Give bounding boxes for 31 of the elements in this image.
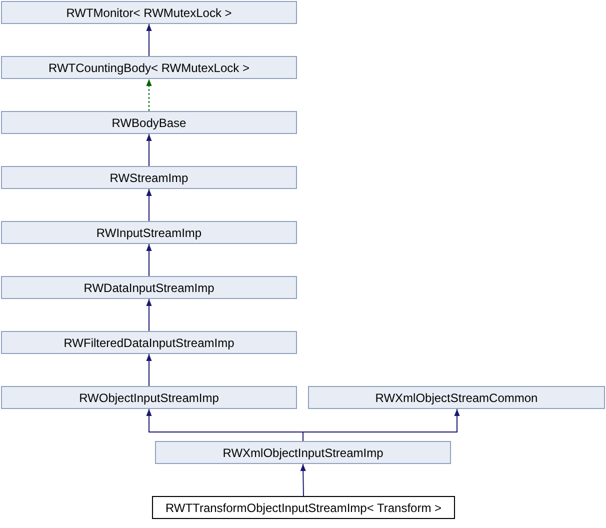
inheritance-arrow [146, 298, 152, 332]
class-box [152, 496, 455, 519]
class-box [155, 441, 451, 464]
inheritance-arrow [146, 78, 152, 112]
class-box [1, 276, 297, 299]
inheritance-arrow [146, 188, 152, 222]
class-box [1, 331, 297, 354]
class-name: RWBodyBase [112, 116, 186, 130]
class-name: RWXmlObjectInputStreamImp [222, 446, 384, 460]
inheritance-arrow [146, 354, 152, 386]
class-name: RWInputStreamImp [96, 226, 202, 240]
class-box [1, 166, 297, 189]
class-name: RWStreamImp [110, 170, 188, 184]
class-box [1, 1, 297, 24]
class-box [1, 221, 297, 244]
class-box [308, 386, 605, 409]
class-name: RWFilteredDataInputStreamImp [64, 336, 234, 350]
inheritance-arrow [300, 464, 306, 496]
class-box [1, 386, 297, 409]
inheritance-arrow [146, 24, 152, 56]
inheritance-arrow [146, 134, 152, 166]
class-box [1, 56, 297, 79]
class-box [1, 111, 297, 134]
class-name: RWTMonitor< RWMutexLock > [66, 6, 232, 20]
class-name: RWTCountingBody< RWMutexLock > [48, 60, 250, 74]
inheritance-arrow [302, 408, 460, 442]
inheritance-arrow [146, 244, 152, 276]
class-name: RWXmlObjectStreamCommon [375, 390, 538, 404]
class-name: RWDataInputStreamImp [84, 280, 214, 294]
class-name: RWObjectInputStreamImp [79, 390, 219, 404]
class-name: RWTTransformObjectInputStreamImp< Transform > [165, 500, 442, 514]
